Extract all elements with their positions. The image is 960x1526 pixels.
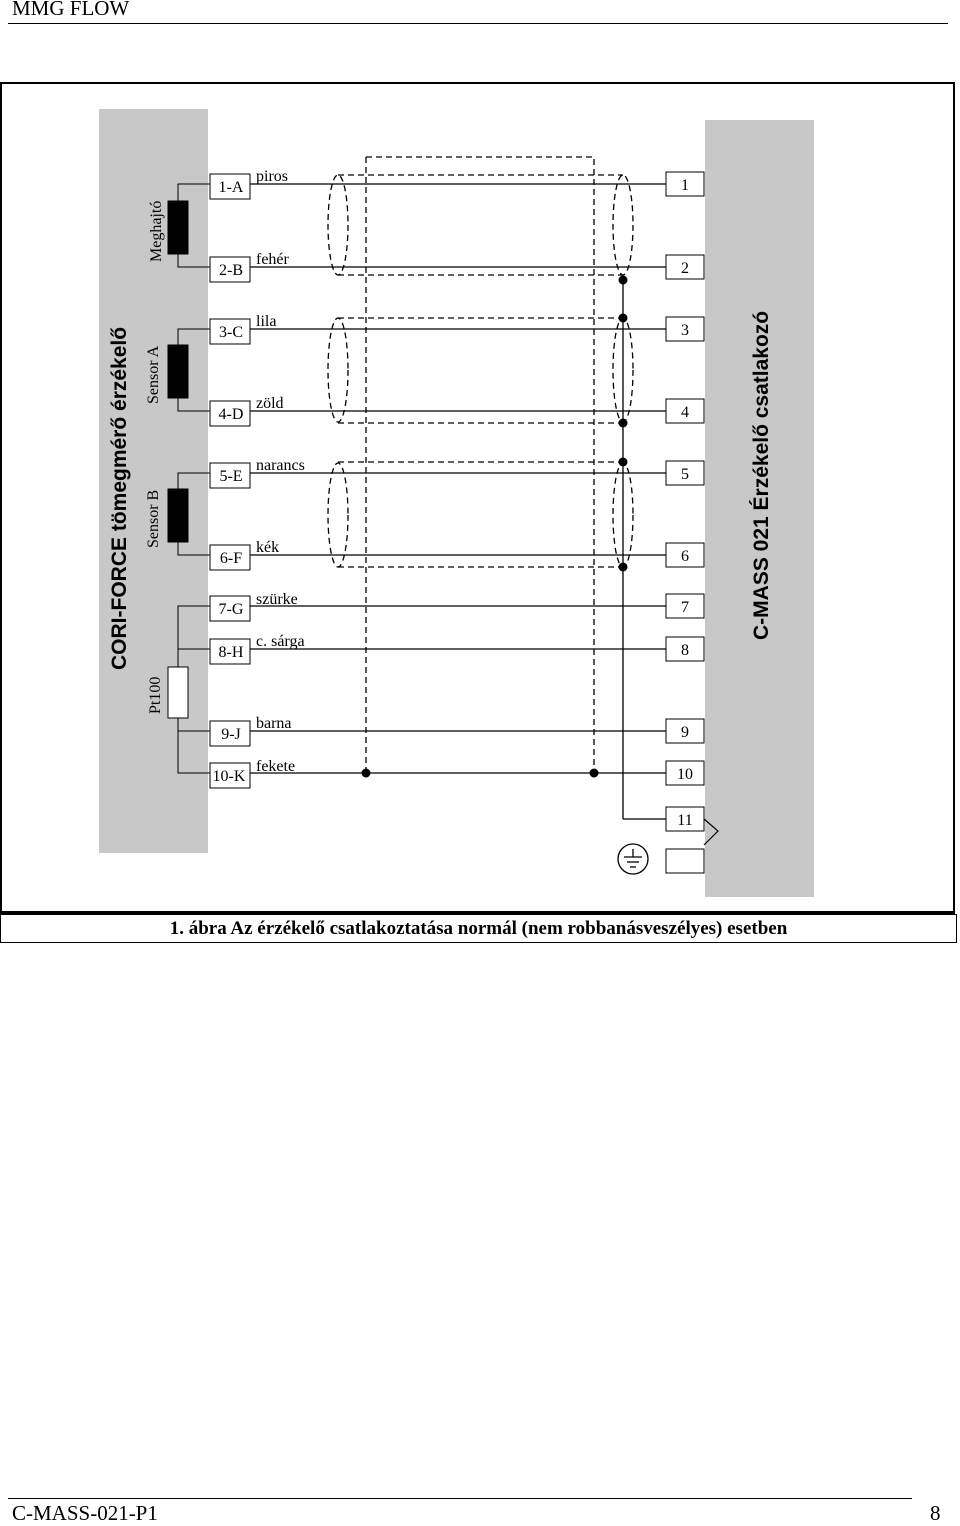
sensor-pin-3-C: 3-C	[219, 324, 243, 341]
drive-coil-icon	[167, 200, 189, 255]
page-header-title: MMG FLOW	[12, 0, 130, 20]
sensor-pin-1-A: 1-A	[219, 179, 244, 196]
sensor-pin-8-H: 8-H	[219, 644, 244, 661]
junction-dot-group	[361, 275, 628, 778]
connector-terminal-6: 6	[681, 548, 689, 565]
wire-color-label: barna	[256, 715, 292, 732]
sensor-b-coil-icon	[167, 488, 189, 543]
sensor-pin-10-K: 10-K	[213, 768, 246, 785]
group-label-sensor-a: Sensor A	[145, 345, 162, 404]
sensor-panel	[99, 109, 208, 853]
wire-color-label: fehér	[256, 251, 290, 268]
footer-doc-id: C-MASS-021-P1	[12, 1501, 158, 1525]
wire-color-label: szürke	[256, 591, 298, 608]
wire-color-label: narancs	[256, 457, 305, 474]
wire-color-label: kék	[256, 539, 279, 556]
sensor-pin-4-D: 4-D	[219, 406, 244, 423]
connector-panel	[705, 120, 814, 897]
group-label-drive: Meghajtó	[148, 201, 165, 262]
sensor-pin-2-B: 2-B	[219, 262, 243, 279]
caption-box	[0, 914, 957, 943]
connector-terminal-box-group	[665, 171, 705, 832]
header-divider	[8, 23, 948, 24]
sensor-pin-7-G: 7-G	[219, 601, 244, 618]
group-label-sensor-b: Sensor B	[145, 490, 162, 548]
wire-color-label: zöld	[256, 395, 284, 412]
connector-terminal-3: 3	[681, 322, 689, 339]
connector-terminal-7: 7	[681, 599, 689, 616]
wire-color-label: c. sárga	[256, 633, 305, 650]
wire-color-label: piros	[256, 168, 288, 185]
page-number: 8	[930, 1501, 941, 1525]
ground-terminal-block	[665, 848, 705, 874]
cable-shield-group	[327, 156, 634, 773]
sensor-device-title: CORI-FORCE tömegmérő érzékelő	[108, 327, 131, 670]
connector-terminal-2: 2	[681, 260, 689, 277]
connector-terminal-4: 4	[681, 404, 689, 421]
wire-color-label: lila	[256, 313, 276, 330]
sensor-pin-box-group	[209, 173, 251, 789]
connector-terminal-5: 5	[681, 466, 689, 483]
sensor-pin-5-E: 5-E	[219, 468, 242, 485]
pt100-resistor-icon	[167, 666, 189, 719]
footer-divider	[8, 1498, 912, 1499]
connector-terminal-1: 1	[681, 177, 689, 194]
wire-color-label: fekete	[256, 758, 295, 775]
connector-terminal-11: 11	[677, 812, 692, 829]
connector-terminal-8: 8	[681, 642, 689, 659]
protective-earth-icon	[617, 843, 649, 875]
wire-group	[250, 183, 666, 820]
figure-caption: 1. ábra Az érzékelő csatlakoztatása norm…	[169, 918, 788, 939]
sensor-pin-6-F: 6-F	[220, 550, 242, 567]
connector-device-title: C-MASS 021 Érzékelő csatlakozó	[750, 311, 773, 640]
sensor-pin-9-J: 9-J	[221, 726, 241, 743]
sensor-a-coil-icon	[167, 344, 189, 399]
group-label-pt100: Pt100	[147, 677, 164, 714]
connector-terminal-9: 9	[681, 724, 689, 741]
figure-frame	[0, 82, 955, 914]
connector-terminal-10: 10	[677, 766, 693, 783]
